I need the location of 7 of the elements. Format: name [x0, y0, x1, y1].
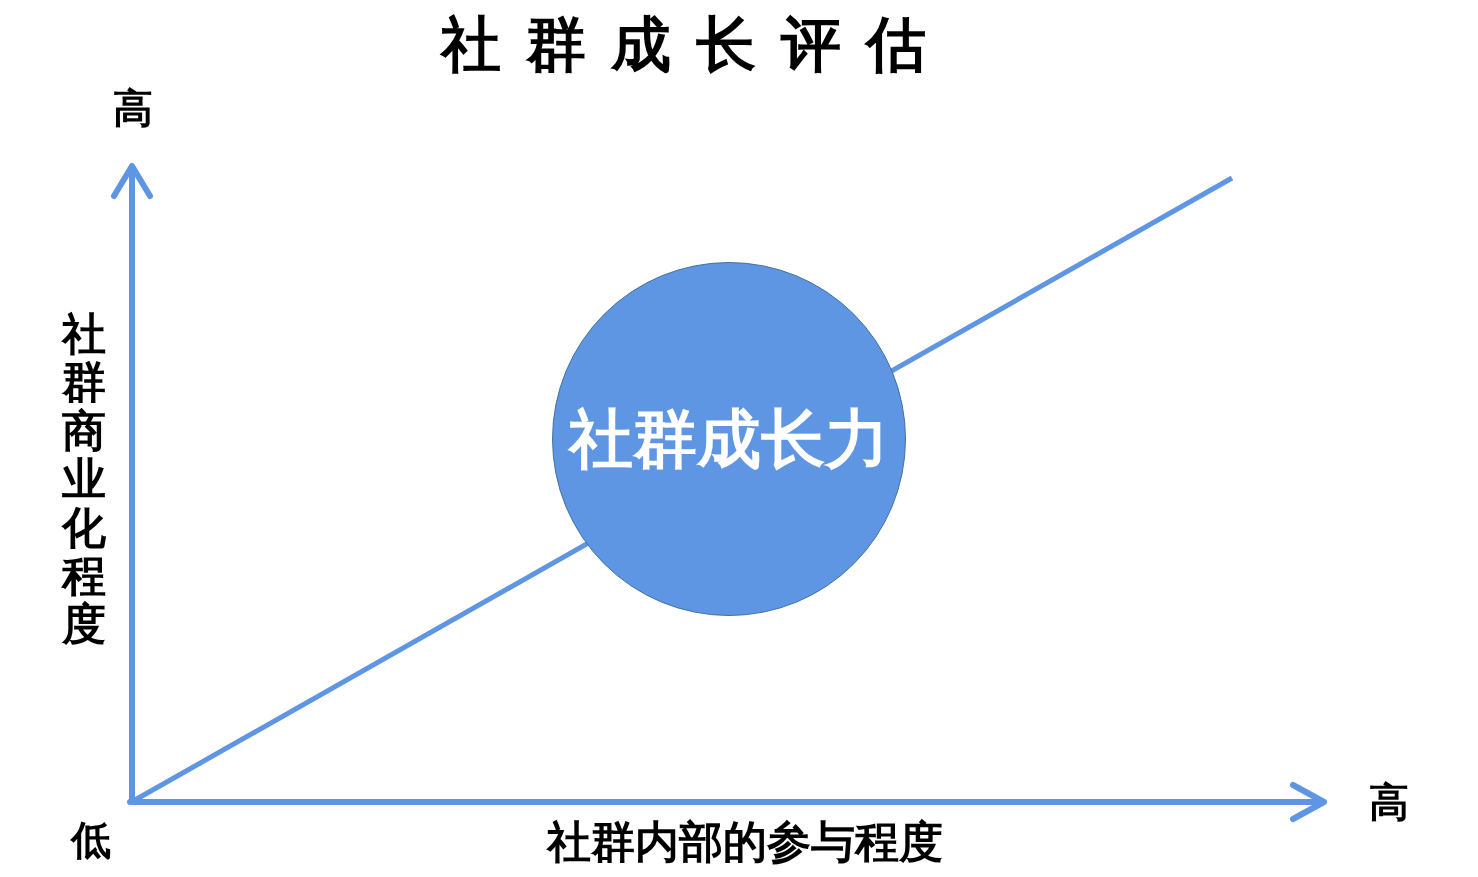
axis-label: 高	[112, 84, 154, 132]
axis-label: 低	[69, 816, 112, 864]
diagram-title: 社群成长评估	[441, 8, 951, 80]
node-label: 社群成长力	[569, 403, 889, 475]
vertical-axis-label: 社群商业化程度	[62, 310, 106, 649]
axis-label: 社群内部的参与程度	[545, 816, 944, 869]
axis-label: 高	[1368, 778, 1410, 826]
